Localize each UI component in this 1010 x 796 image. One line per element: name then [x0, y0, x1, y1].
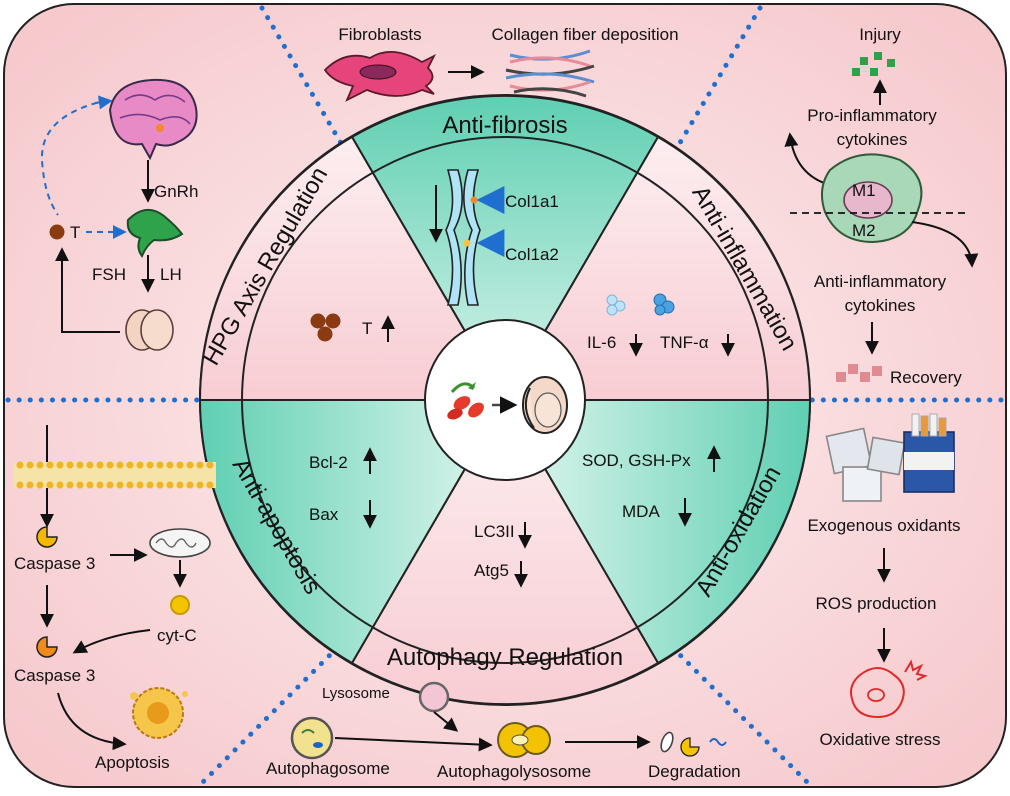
label-hpg-t: T [362, 319, 372, 338]
autophagosome-arrow [334, 737, 493, 752]
sugar-cubes-icon [825, 427, 906, 502]
label-apoptosis: Apoptosis [95, 753, 170, 772]
label-caspase-top: Caspase 3 [14, 554, 95, 573]
caspase-bottom-icon [36, 636, 58, 658]
cytc-icon [170, 595, 190, 615]
pituitary-icon [126, 209, 184, 259]
caspase-top-icon [36, 526, 58, 548]
tnf-molecule-icon [653, 293, 675, 316]
label-bax: Bax [309, 505, 339, 524]
label-t: T [70, 223, 80, 242]
label-col1a2: Col1a2 [505, 245, 559, 264]
damaged-cell-icon [850, 659, 928, 719]
label-atg5: Atg5 [474, 561, 509, 580]
chromosome-icon [445, 169, 481, 306]
segment-title-autophagy: Autophagy Regulation [387, 644, 623, 671]
label-lysosome: Lysosome [322, 685, 390, 702]
label-lc3: LC3II [474, 522, 515, 541]
goji-berry-icon [447, 382, 484, 420]
label-exogenous: Exogenous oxidants [807, 516, 960, 535]
testis-icon [522, 376, 568, 434]
label-pro-inflam-1: Pro-inflammatory [807, 106, 937, 125]
label-pro-inflam-2: cytokines [837, 130, 908, 149]
il6-molecule-icon [606, 294, 626, 316]
feedback-arrowhead [94, 95, 113, 110]
wheel [198, 94, 812, 706]
feedback-dashed-line [40, 99, 109, 216]
injury-dots-icon [852, 52, 895, 76]
label-mda: MDA [622, 502, 660, 521]
label-degradation: Degradation [648, 762, 741, 781]
label-lh: LH [160, 265, 182, 284]
segment-anti-fibrosis [350, 94, 660, 402]
mitochondria-icon [149, 528, 211, 558]
label-il6: IL-6 [587, 333, 616, 352]
label-oxidative: Oxidative stress [820, 730, 941, 749]
label-anti-inflam-1: Anti-inflammatory [814, 272, 947, 291]
label-fsh: FSH [92, 265, 126, 284]
label-cytc: cyt-C [157, 626, 197, 645]
label-sod: SOD, GSH-Px [582, 451, 691, 470]
fibroblast-icon [323, 51, 437, 102]
label-fibroblasts: Fibroblasts [338, 25, 421, 44]
label-injury: Injury [859, 25, 901, 44]
segment-anti-oxidation [503, 399, 812, 665]
lysosome-icon [418, 681, 450, 713]
testosterone-icon [49, 224, 65, 240]
label-col1a1: Col1a1 [505, 192, 559, 211]
testes-icon [125, 309, 174, 351]
apoptotic-cell-icon [130, 687, 188, 739]
label-collagen: Collagen fiber deposition [491, 25, 678, 44]
segment-anti-apoptosis [198, 399, 507, 665]
cytc-to-caspase-arrow [72, 629, 151, 654]
caspase-to-apoptosis-arrow [57, 692, 127, 751]
label-tnf: TNF-α [660, 333, 709, 352]
label-m2: M2 [852, 221, 876, 240]
label-anti-inflam-2: cytokines [845, 296, 916, 315]
collagen-fiber-icon [505, 49, 595, 98]
autophagosome-icon [290, 716, 334, 760]
cell-membrane-icon [14, 461, 216, 489]
testosterone-dots-icon [310, 313, 341, 342]
testes-to-t-arrow [55, 247, 120, 333]
degradation-products-icon [660, 731, 727, 757]
label-autophagosome: Autophagosome [266, 759, 390, 778]
label-caspase-bottom: Caspase 3 [14, 666, 95, 685]
cigarette-pack-icon [903, 413, 955, 493]
brain-icon [108, 78, 198, 161]
segment-autophagy [350, 398, 660, 706]
autophagolysosome-icon [497, 722, 551, 758]
recovery-blocks-icon [836, 364, 882, 382]
label-autophagolysosome: Autophagolysosome [437, 762, 591, 781]
label-bcl2: Bcl-2 [309, 453, 348, 472]
label-m1: M1 [852, 181, 876, 200]
lysosome-arrow [433, 711, 459, 732]
segment-title-anti-fibrosis: Anti-fibrosis [442, 112, 567, 139]
label-recovery: Recovery [890, 368, 962, 387]
m2-to-anti-arrow [911, 221, 979, 268]
macrophage-icon [820, 153, 923, 244]
segment-hpg [198, 135, 507, 401]
label-ros: ROS production [816, 594, 937, 613]
label-gnrh: GnRh [154, 182, 198, 201]
dotted-dividers [5, 5, 1007, 788]
segment-anti-inflammation [503, 135, 812, 401]
